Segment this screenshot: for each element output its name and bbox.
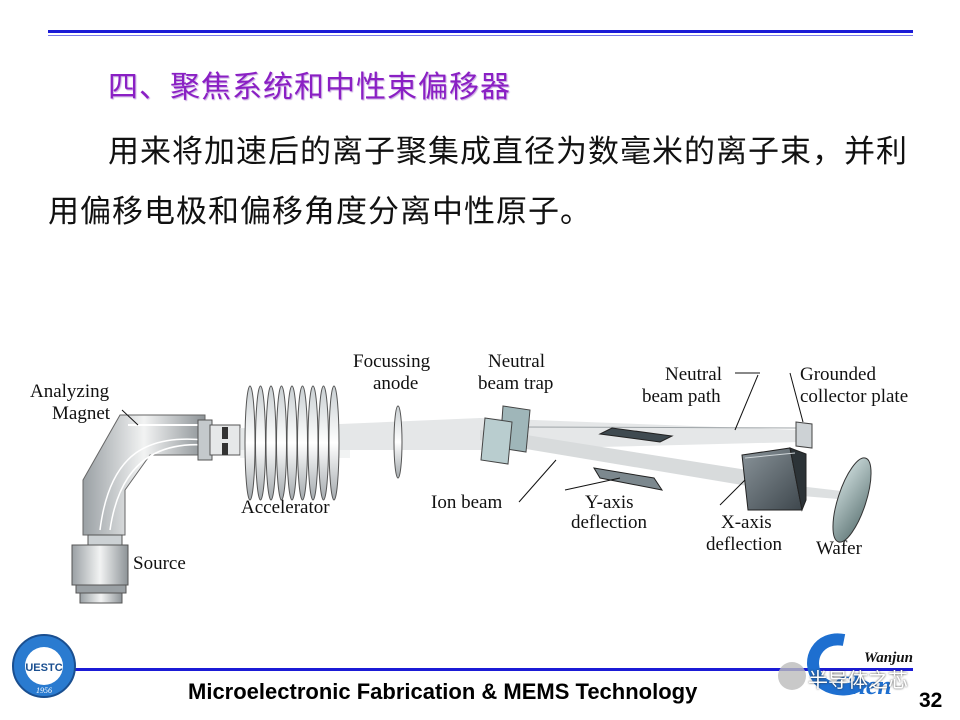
leader-lines <box>121 372 804 506</box>
accelerator-disk <box>286 385 298 501</box>
accelerator-disk <box>244 385 256 501</box>
accelerator-disks <box>240 385 350 501</box>
label-collector-plate: collector plate <box>800 386 908 407</box>
top-rule-thin <box>48 35 913 36</box>
author-logo: Wanjun Chen <box>778 633 913 700</box>
x-axis-deflection-plates <box>741 447 807 512</box>
page-number: 32 <box>919 689 943 712</box>
logo-left-year: 1956 <box>36 686 52 695</box>
body-text-line-1: 用来将加速后的离子聚集成直径为数毫米的离子束，并利 <box>108 134 908 170</box>
university-logo: UESTC 1956 <box>12 634 76 698</box>
slide-heading: 四、聚焦系统和中性束偏移器 <box>108 70 511 105</box>
y-axis-deflection-plates <box>593 427 674 491</box>
wafer <box>832 457 872 543</box>
accelerator-disk <box>297 385 308 501</box>
label-focussing: Focussing <box>353 351 431 372</box>
accelerator-disk <box>276 385 287 501</box>
grounded-collector-plate <box>795 421 813 449</box>
neutral-beam-trap <box>480 405 531 465</box>
label-wafer: Wafer <box>816 538 863 559</box>
body-text-line-2: 用偏移电极和偏移角度分离中性原子。 <box>48 194 592 230</box>
ion-implanter-diagram: Analyzing Magnet Source Accelerator Focu… <box>30 351 908 604</box>
label-grounded: Grounded <box>800 364 876 385</box>
footer-course-title: Microelectronic Fabrication & MEMS Techn… <box>188 679 698 704</box>
label-ion-beam: Ion beam <box>431 492 502 513</box>
accelerator-disk <box>318 385 329 501</box>
footer-rule <box>48 668 913 671</box>
accelerator-disk <box>255 385 266 501</box>
label-y-axis: Y-axis <box>585 492 634 513</box>
neutral-beam-line <box>519 426 799 429</box>
label-analyzing: Analyzing <box>30 381 110 402</box>
label-neutral-path-1: Neutral <box>665 364 722 385</box>
label-neutral-trap-2: beam trap <box>478 373 553 394</box>
wechat-watermark: 半导体之芯 <box>808 668 908 692</box>
label-y-deflection: deflection <box>571 512 647 533</box>
logo-right-name: Wanjun <box>864 650 913 666</box>
accelerator-disk <box>265 385 277 501</box>
logo-right-big: Chen <box>834 671 892 700</box>
top-rule <box>48 30 913 33</box>
analyzing-magnet <box>82 414 241 536</box>
accelerator-disk <box>307 385 319 501</box>
ion-source <box>71 534 129 604</box>
label-magnet: Magnet <box>52 403 111 424</box>
label-source: Source <box>133 553 186 574</box>
label-x-axis: X-axis <box>721 512 772 533</box>
label-anode: anode <box>373 373 418 394</box>
accelerator-disk <box>328 385 340 501</box>
label-neutral-path-2: beam path <box>642 386 721 407</box>
focussing-anode <box>393 405 403 479</box>
label-x-deflection: deflection <box>706 534 782 555</box>
logo-left-text: UESTC <box>25 662 62 674</box>
label-accelerator: Accelerator <box>241 497 330 518</box>
label-neutral-trap-1: Neutral <box>488 351 545 372</box>
